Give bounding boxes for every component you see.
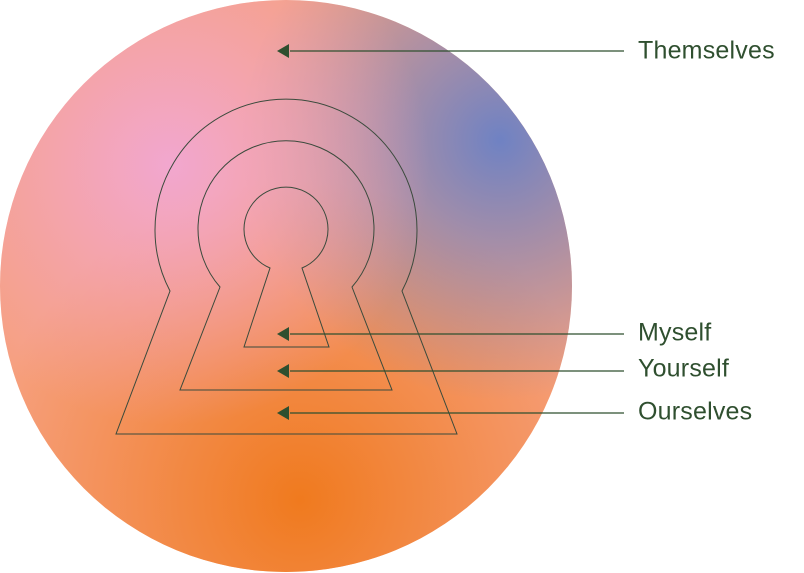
keyhole-middle (179, 140, 393, 391)
left-arrow-icon (277, 364, 289, 378)
label-ourselves: Ourselves (638, 398, 752, 426)
arrow-yourself (277, 364, 624, 378)
keyhole-icon (115, 98, 458, 435)
gradient-circle (0, 0, 572, 572)
left-arrow-icon (277, 406, 289, 420)
left-arrow-icon (277, 327, 289, 341)
label-yourself: Yourself (638, 355, 729, 383)
label-themselves: Themselves (638, 37, 775, 65)
arrow-myself (277, 327, 624, 341)
keyhole-inner (243, 186, 330, 348)
arrows (277, 44, 624, 420)
labels: Themselves Myself Yourself Ourselves (638, 37, 775, 426)
label-myself: Myself (638, 319, 711, 347)
left-arrow-icon (277, 44, 289, 58)
arrow-ourselves (277, 406, 624, 420)
arrow-themselves (277, 44, 624, 58)
keyhole-outer (115, 98, 458, 435)
